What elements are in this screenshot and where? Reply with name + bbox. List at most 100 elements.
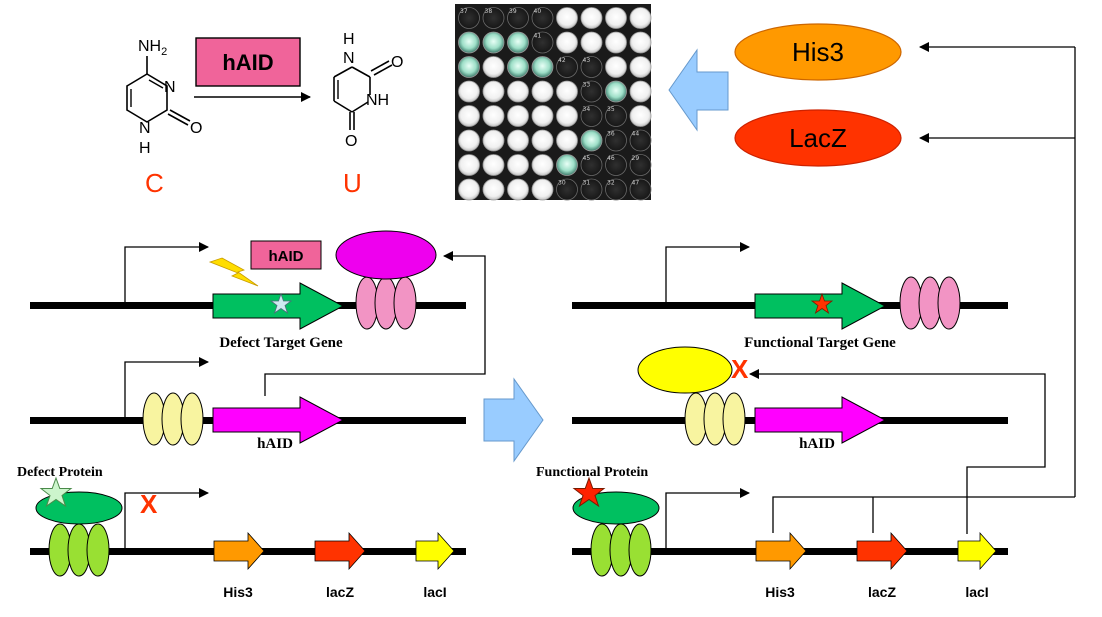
- haid-enzyme-label: hAID: [222, 50, 273, 75]
- cytosine-nh-label: N: [139, 120, 151, 137]
- left-lacz-label: lacZ: [326, 584, 354, 600]
- uracil-h-label: H: [343, 31, 355, 48]
- plate-well: [507, 129, 529, 152]
- plate-well: [629, 129, 652, 152]
- plate-well-number: 36: [607, 131, 615, 138]
- plate-well: [482, 178, 505, 201]
- lightning-icon: [208, 257, 259, 287]
- plate-well: [482, 56, 505, 78]
- left-laci-label: lacI: [423, 584, 446, 600]
- left-haid-gene-label: hAID: [257, 436, 293, 452]
- plate-well-number: 40: [534, 8, 542, 15]
- plate-well: [629, 7, 652, 29]
- big-arrow-right: [483, 377, 544, 463]
- plate-well: [482, 31, 505, 54]
- uracil-nh-label: NH: [366, 92, 389, 109]
- his3-readout-label: His3: [792, 37, 844, 67]
- plate-well-number: 41: [534, 33, 542, 40]
- plate-well: [458, 80, 480, 103]
- plate-well-number: 42: [558, 57, 566, 64]
- right-lacz-label: lacZ: [868, 584, 896, 600]
- plate-well: [458, 154, 480, 176]
- plate-well: [531, 178, 554, 201]
- plate-well: [605, 31, 627, 54]
- plate-well: [605, 7, 627, 29]
- plate-well: [605, 154, 627, 176]
- right-green-operator: [590, 523, 652, 577]
- left-defect-protein: [35, 491, 123, 525]
- plate-well: [482, 80, 505, 103]
- plate-well: [580, 178, 603, 201]
- plate-well-number: 35: [607, 106, 615, 113]
- plate-well: [629, 31, 652, 54]
- right-functional-star-icon: [572, 476, 606, 508]
- cytosine-o-label: O: [190, 120, 202, 137]
- plate-well: [458, 105, 480, 127]
- plate-well: [507, 105, 529, 127]
- plate-well: [531, 7, 554, 29]
- right-haid-gene-row: X hAID: [572, 346, 1046, 534]
- right-protein-label: Functional Protein: [536, 465, 648, 480]
- right-x-mark: X: [731, 354, 749, 384]
- cytosine-h-label: H: [139, 140, 151, 157]
- plate-well-number: 43: [583, 57, 591, 64]
- plate-wells: [458, 7, 652, 201]
- haid-enzyme-box: hAID: [195, 37, 301, 87]
- plate-well: [531, 129, 554, 152]
- defect-star-icon: [269, 292, 293, 315]
- plate-well: [629, 56, 652, 78]
- left-his3-gene-arrow: [213, 531, 265, 571]
- plate-well: [605, 80, 627, 103]
- plate-well: [556, 129, 578, 152]
- plate-well: [556, 56, 578, 78]
- bound-repressor: [637, 346, 733, 394]
- plate-well: [458, 178, 480, 201]
- uracil-letter: U: [343, 168, 362, 198]
- plate-well: [580, 31, 603, 54]
- plate-well: [482, 105, 505, 127]
- right-target-gene-label: Functional Target Gene: [744, 335, 896, 351]
- lacz-readout-oval: LacZ: [734, 109, 902, 167]
- plate-well-number: 33: [583, 82, 591, 89]
- lacz-readout-label: LacZ: [789, 123, 847, 153]
- plate-well-number: 34: [583, 106, 591, 113]
- right-his3-gene-arrow: [755, 531, 807, 571]
- left-target-gene-label: Defect Target Gene: [219, 335, 343, 351]
- cytosine-n-label: N: [164, 79, 176, 96]
- plate-well: [482, 129, 505, 152]
- plate-well-number: 32: [607, 180, 615, 187]
- plate-well-number: 39: [509, 8, 517, 15]
- uracil-o-top: O: [391, 54, 403, 71]
- left-defect-star-icon: [39, 476, 73, 508]
- plate-well: [556, 80, 578, 103]
- plate-well-number: 31: [583, 180, 591, 187]
- plate-well-number: 45: [583, 155, 591, 162]
- plate-well-number: 29: [632, 155, 640, 162]
- reporter-feedback-lines: [772, 42, 1076, 533]
- plate-well: [556, 105, 578, 127]
- plate-well: [507, 154, 529, 176]
- plate-well: [556, 154, 578, 176]
- cytosine-amine-label: NH2: [138, 38, 167, 58]
- plate-well: [482, 154, 505, 176]
- plate-well: [629, 178, 652, 201]
- left-his3-label: His3: [223, 584, 253, 600]
- plate-well: [580, 129, 603, 152]
- plate-well: [556, 7, 578, 29]
- plate-well: [458, 31, 480, 54]
- plate-well: [458, 56, 480, 78]
- his3-readout-oval: His3: [734, 23, 902, 81]
- plate-well: [580, 105, 603, 127]
- plate-well: [629, 154, 652, 176]
- plate-well-number: 30: [558, 180, 566, 187]
- plate-well: [507, 7, 529, 29]
- cytosine-structure: NH2 N N H O C: [126, 38, 202, 198]
- plate-well: [605, 105, 627, 127]
- plate-well: [507, 178, 529, 201]
- plate-well: [580, 80, 603, 103]
- plate-well-number: 46: [607, 155, 615, 162]
- plate-well: [605, 56, 627, 78]
- left-haid-box: [250, 240, 322, 270]
- plate-well-number: 38: [485, 8, 493, 15]
